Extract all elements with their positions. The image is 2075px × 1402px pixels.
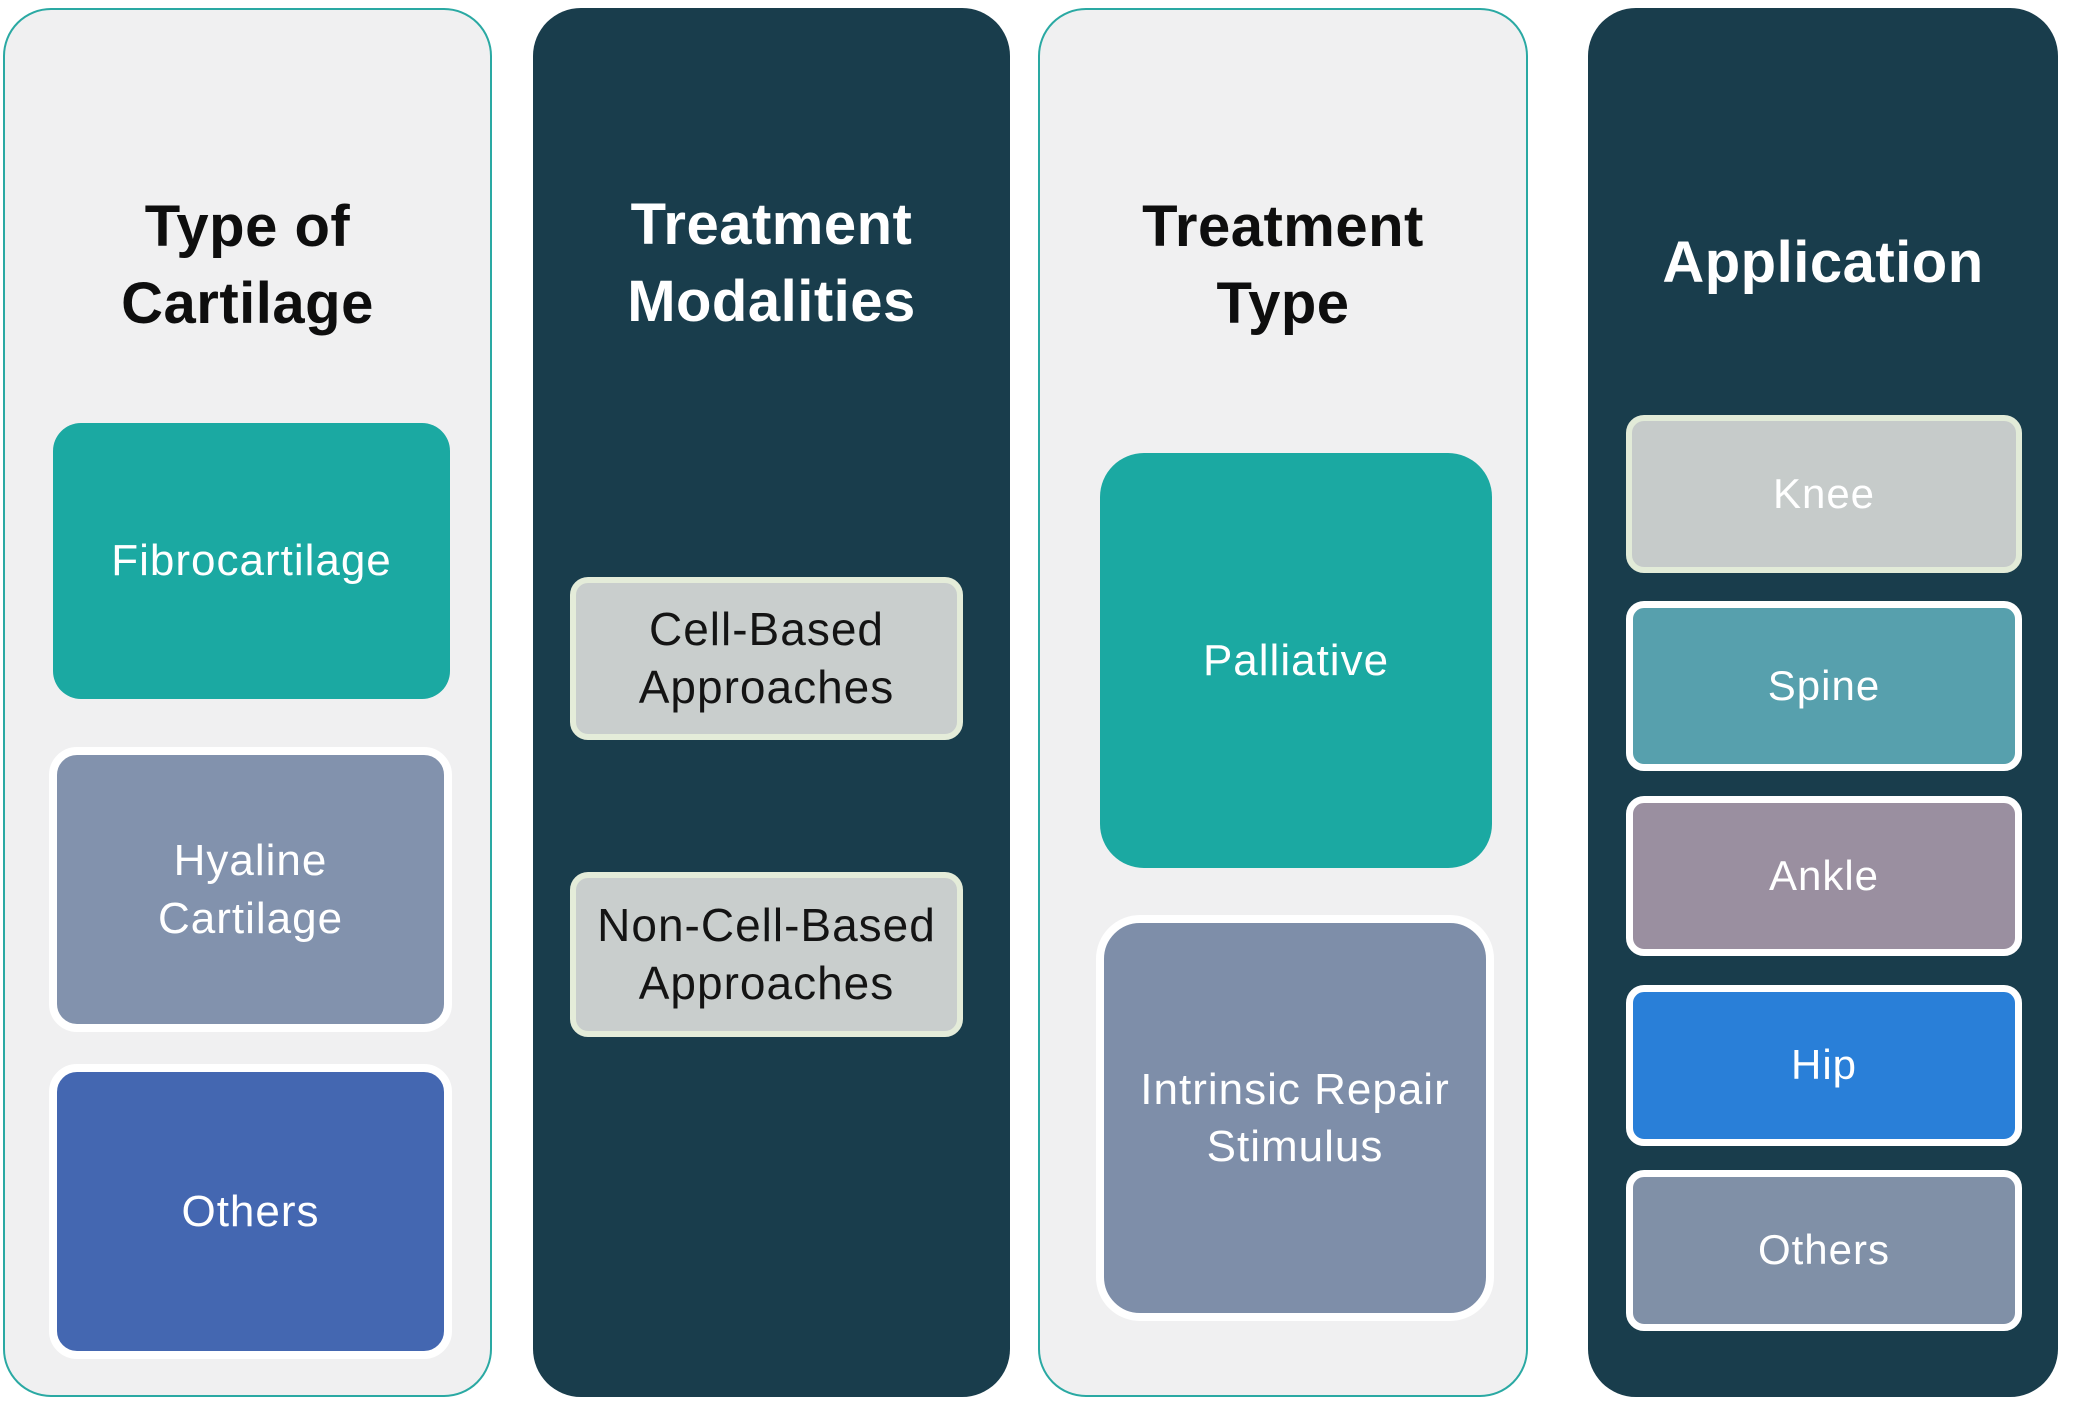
column-application: Application Knee Spine Ankle Hip Others — [1588, 8, 2058, 1397]
node-label: Fibrocartilage — [111, 536, 392, 586]
node-label: Others — [1757, 1226, 1891, 1274]
node-hip: Hip — [1626, 985, 2022, 1146]
node-label: Hyaline Cartilage — [157, 836, 344, 943]
node-cell-based-approaches: Cell-Based Approaches — [570, 577, 963, 740]
node-ankle: Ankle — [1626, 796, 2022, 956]
node-label: Non-Cell-Based Approaches — [597, 899, 936, 1009]
node-knee: Knee — [1626, 415, 2022, 573]
node-label: Hip — [1790, 1041, 1858, 1089]
node-spine: Spine — [1626, 601, 2022, 771]
column-type-of-cartilage: Type of Cartilage Fibrocartilage Hyaline… — [3, 8, 492, 1397]
node-label: Cell-Based Approaches — [638, 603, 895, 713]
node-others-application: Others — [1626, 1170, 2022, 1331]
node-palliative: Palliative — [1100, 453, 1492, 868]
node-fibrocartilage: Fibrocartilage — [53, 423, 450, 699]
node-others-cartilage: Others — [49, 1064, 452, 1359]
node-label: Palliative — [1202, 635, 1390, 685]
node-label: Ankle — [1768, 851, 1880, 899]
node-intrinsic-repair-stimulus: Intrinsic Repair Stimulus — [1096, 915, 1494, 1321]
node-label: Spine — [1767, 661, 1881, 709]
column-title-type-of-cartilage: Type of Cartilage — [121, 194, 374, 336]
column-treatment-modalities: Treatment Modalities Cell-Based Approach… — [533, 8, 1010, 1397]
node-non-cell-based-approaches: Non-Cell-Based Approaches — [570, 872, 963, 1037]
column-treatment-type: Treatment Type Palliative Intrinsic Repa… — [1038, 8, 1528, 1397]
node-hyaline-cartilage: Hyaline Cartilage — [49, 747, 452, 1032]
node-label: Intrinsic Repair Stimulus — [1140, 1064, 1450, 1171]
column-title-application: Application — [1662, 230, 1984, 296]
node-label: Others — [181, 1186, 320, 1236]
column-title-treatment-type: Treatment Type — [1142, 194, 1424, 336]
node-label: Knee — [1772, 469, 1876, 517]
column-title-treatment-modalities: Treatment Modalities — [627, 192, 916, 334]
